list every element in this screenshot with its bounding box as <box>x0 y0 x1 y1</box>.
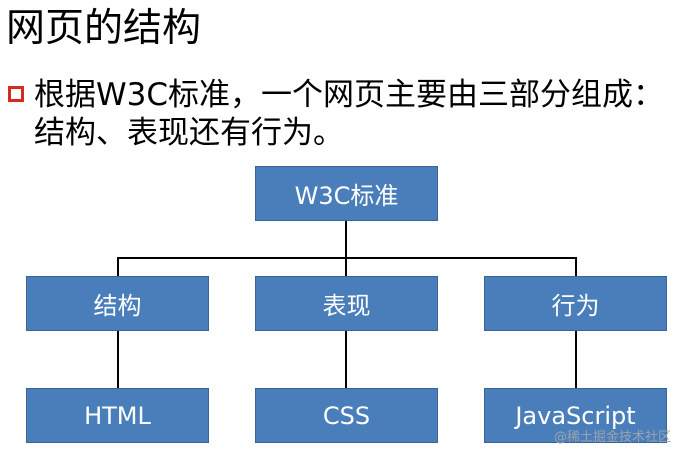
node-presentation: 表现 <box>255 276 438 331</box>
connector-to-presentation <box>345 257 347 276</box>
page-title: 网页的结构 <box>6 6 202 51</box>
node-html: HTML <box>26 388 209 443</box>
hollow-square-bullet-icon <box>8 86 24 102</box>
node-javascript: JavaScript <box>484 388 667 443</box>
connector-to-behavior <box>575 257 577 276</box>
connector-to-structure <box>117 257 119 276</box>
bullet-text: 根据W3C标准，一个网页主要由三部分组成：结构、表现还有行为。 <box>34 77 665 151</box>
node-structure: 结构 <box>26 276 209 331</box>
connector-horizontal <box>117 257 577 259</box>
connector-behavior-javascript <box>575 330 577 388</box>
node-behavior: 行为 <box>484 276 667 331</box>
node-css: CSS <box>255 388 438 443</box>
connector-root-down <box>345 220 347 258</box>
connector-presentation-css <box>345 330 347 388</box>
node-w3c-standard: W3C标准 <box>255 166 438 221</box>
watermark: @稀土掘金技术社区 <box>553 430 671 445</box>
connector-structure-html <box>117 330 119 388</box>
